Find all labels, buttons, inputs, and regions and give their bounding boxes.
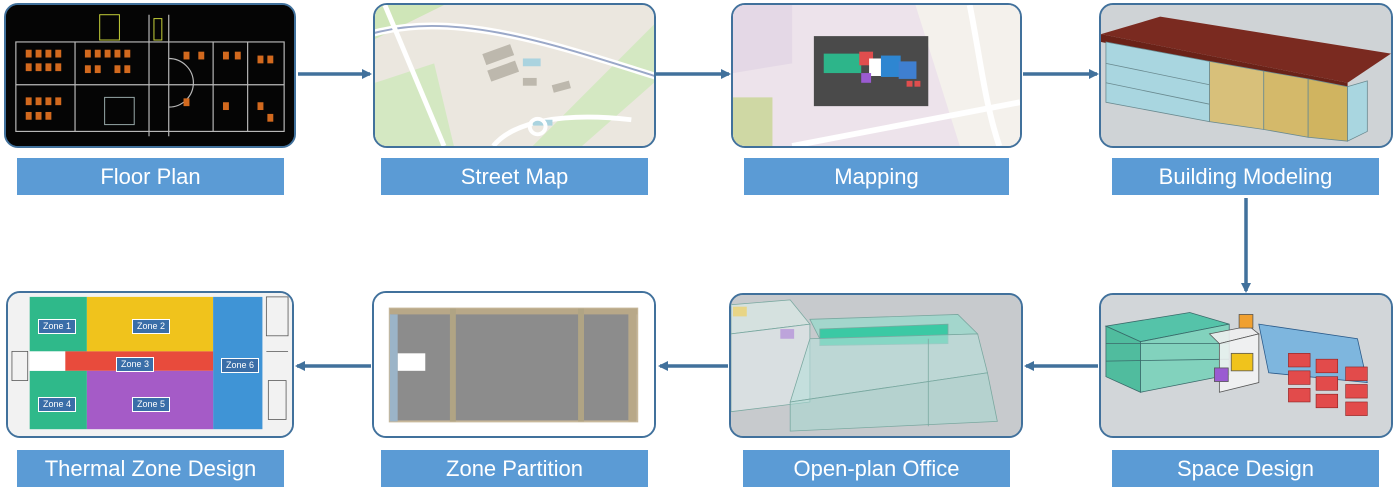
building-modeling-label: Building Modeling (1112, 158, 1379, 195)
zone-4-label: Zone 4 (38, 397, 77, 412)
open-plan-office-label: Open-plan Office (743, 450, 1010, 487)
zone-2-label: Zone 2 (132, 319, 171, 334)
street-map-label: Street Map (381, 158, 648, 195)
zone-3-label: Zone 3 (116, 357, 155, 372)
zone-5-label: Zone 5 (132, 397, 171, 412)
space-design-label: Space Design (1112, 450, 1379, 487)
zone-partition-image (372, 291, 656, 438)
open-plan-office-image (729, 293, 1023, 438)
floor-plan-image (4, 3, 296, 148)
mapping-label: Mapping (744, 158, 1009, 195)
mapping-image (731, 3, 1022, 148)
zone-partition-label: Zone Partition (381, 450, 648, 487)
thermal-zone-design-label: Thermal Zone Design (17, 450, 284, 487)
building-modeling-image (1099, 3, 1393, 148)
thermal-zone-design-image: Zone 1 Zone 2 Zone 3 Zone 6 Zone 4 Zone … (6, 291, 294, 438)
zone-6-label: Zone 6 (221, 358, 260, 373)
floor-plan-label: Floor Plan (17, 158, 284, 195)
space-design-image (1099, 293, 1393, 438)
street-map-image (373, 3, 656, 148)
zone-1-label: Zone 1 (38, 319, 77, 334)
